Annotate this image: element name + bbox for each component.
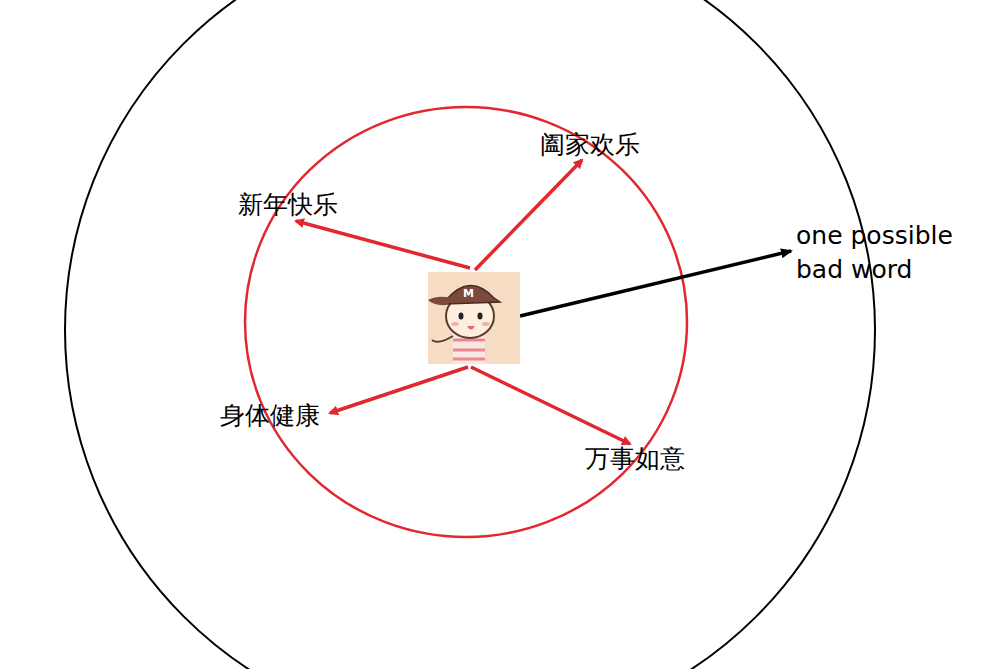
wish-label: 阖家欢乐 [540, 129, 640, 161]
svg-text:M: M [463, 287, 474, 300]
wish-label: one possible bad word [796, 219, 961, 287]
outer-circle [65, 0, 875, 669]
wish-label: 新年快乐 [238, 189, 338, 221]
wish-label: 身体健康 [220, 400, 320, 432]
avatar-icon: M [428, 272, 520, 364]
arrows [296, 160, 791, 444]
wish-label: 万事如意 [585, 443, 685, 475]
inner-circle [245, 107, 687, 537]
